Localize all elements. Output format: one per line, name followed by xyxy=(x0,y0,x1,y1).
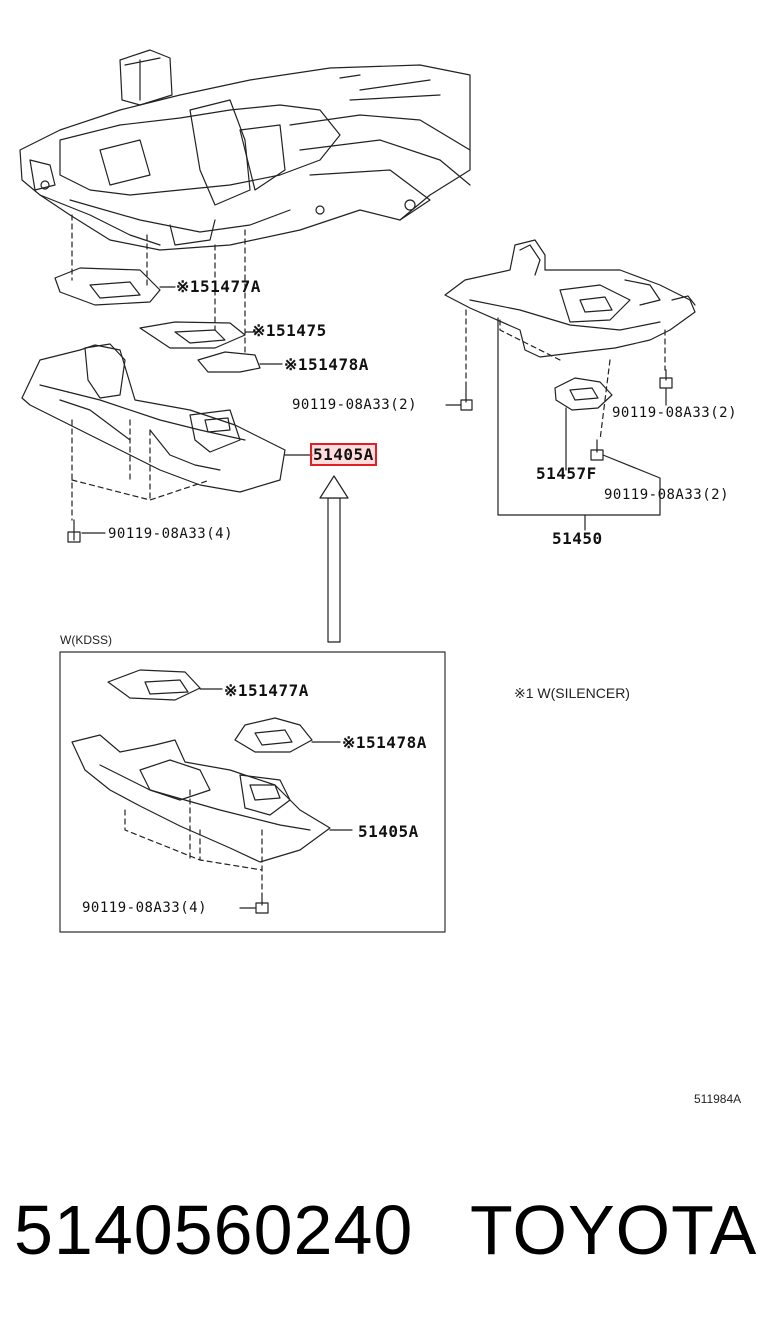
part-51405a-drawing xyxy=(21,343,313,493)
callout-right-bolt-2b: 90119-08A33(2) xyxy=(604,487,730,503)
kdss-bolt-icon xyxy=(239,894,269,914)
callout-kdss-151477a: ※151477A xyxy=(224,681,309,700)
callout-kdss-51405a: 51405A xyxy=(358,822,419,841)
callout-kdss-151478a: ※151478A xyxy=(342,733,427,752)
callout-kdss-bolt-4: 90119-08A33(4) xyxy=(82,900,208,916)
part-151478a-drawing xyxy=(197,351,283,373)
callout-51405a-highlighted[interactable]: 51405A xyxy=(310,443,377,466)
silencer-note: ※1 W(SILENCER) xyxy=(514,685,630,701)
brand-name: TOYOTA xyxy=(470,1191,758,1269)
arrow-up-icon xyxy=(319,475,349,643)
callout-151477a: ※151477A xyxy=(176,277,261,296)
guide-lines-top xyxy=(71,214,246,356)
callout-bolt-left-4: 90119-08A33(4) xyxy=(108,526,234,542)
part-51457f-drawing xyxy=(554,377,613,411)
figure-code: 511984A xyxy=(694,1092,742,1106)
kdss-51405a-drawing xyxy=(71,734,353,863)
footer: 5140560240 TOYOTA xyxy=(0,1180,760,1290)
kdss-151477a-drawing xyxy=(107,669,223,701)
part-151477a-drawing xyxy=(54,267,176,306)
guide-lines-kdss xyxy=(124,789,263,896)
callout-151478a: ※151478A xyxy=(284,355,369,374)
bolt-icons-left xyxy=(67,384,473,543)
callout-51450: 51450 xyxy=(552,529,603,548)
chassis-frame-drawing xyxy=(19,49,471,251)
kdss-151478a-drawing xyxy=(234,717,341,753)
kdss-caption: W(KDSS) xyxy=(60,633,112,647)
part-number: 5140560240 xyxy=(14,1191,414,1269)
callout-51457f: 51457F xyxy=(536,464,597,483)
guide-lines-right xyxy=(499,319,666,441)
kdss-inset-box xyxy=(59,651,446,933)
part-51450-drawing xyxy=(444,239,696,358)
guide-lines-left xyxy=(71,419,211,521)
callout-right-bolt-2a: 90119-08A33(2) xyxy=(612,405,738,421)
callout-151475: ※151475 xyxy=(252,321,327,340)
part-151475-drawing xyxy=(139,321,259,349)
bolt-icons-right xyxy=(590,369,673,461)
callout-bolt-left-2: 90119-08A33(2) xyxy=(292,397,418,413)
leader-lines-right xyxy=(497,317,667,531)
